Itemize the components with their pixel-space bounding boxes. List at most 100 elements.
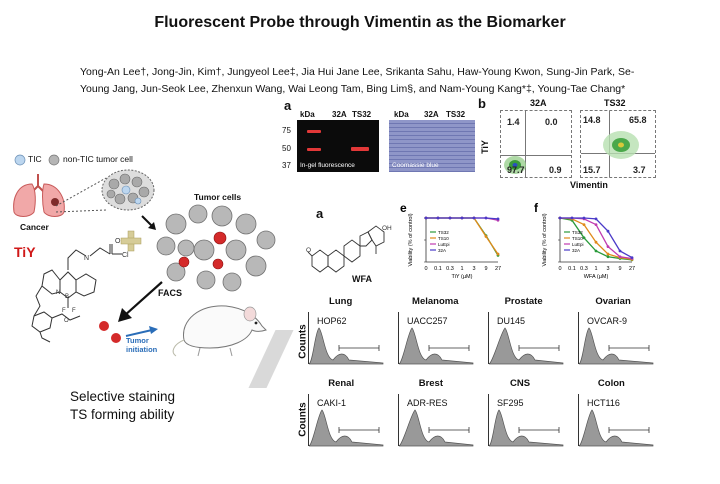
data-point — [496, 217, 500, 221]
gel-panel-label: a — [284, 98, 292, 113]
histogram-curve — [308, 409, 384, 447]
wfa-chemical-structure: O OH — [306, 225, 392, 273]
marker-50: 50 — [282, 144, 291, 153]
facs-arrow-icon — [118, 281, 163, 322]
wfa-o-atom: O — [306, 247, 311, 254]
flow-ts32-q2: 65.8 — [629, 115, 647, 125]
flow-ts32-q1: 14.8 — [583, 115, 601, 125]
flow-dots-32a — [504, 156, 526, 174]
x-tick-label: 0.1 — [434, 266, 442, 272]
flow-32a-q4: 0.9 — [549, 165, 562, 175]
data-point — [460, 216, 464, 220]
x-tick-label: 27 — [495, 266, 501, 272]
wfa-oh-atom: OH — [382, 225, 392, 232]
data-point — [618, 249, 622, 253]
legend-entry: LuEpi — [572, 242, 584, 247]
flow-title-ts32: TS32 — [604, 98, 626, 108]
flow-x-axis-label: Vimentin — [570, 180, 608, 190]
chem-n-atom: N — [56, 290, 60, 296]
gel2-lane-32a: 32A — [424, 110, 439, 119]
non-tic-legend-icon — [48, 154, 60, 166]
histogram-cell-line-label: HCT116 — [587, 398, 620, 408]
x-tick-label: 0.1 — [568, 266, 576, 272]
histogram-du145: DU145 — [488, 312, 564, 365]
histogram-caki-1: CAKI-1 — [308, 394, 384, 447]
data-point — [484, 235, 488, 238]
tumor-initiation-arrow-icon — [125, 326, 158, 337]
gel-caption-fluorescence: In-gel fluorescence — [300, 162, 355, 169]
flow-32a-q2: 0.0 — [545, 117, 558, 127]
histogram-curve — [308, 327, 384, 365]
x-axis-label: TiY (µM) — [452, 274, 473, 280]
histogram-ovcar-9: OVCAR-9 — [578, 312, 654, 365]
data-point — [594, 240, 598, 244]
data-point — [424, 216, 428, 220]
tiy-chemical-structure: N O Cl N B F F O — [31, 238, 129, 343]
legend-non-tic-label: non-TIC tumor cell — [63, 154, 133, 164]
summary-line-ts: TS forming ability — [70, 407, 175, 422]
x-tick-label: 27 — [629, 266, 635, 272]
data-point — [606, 255, 610, 259]
legend-entry: TS10 — [572, 236, 583, 241]
data-point — [594, 249, 598, 253]
x-tick-label: 1 — [594, 266, 597, 272]
y-axis-label: Viability (% of control) — [408, 213, 414, 266]
probe-name-label: TiY — [14, 244, 36, 260]
histogram-cell-line-label: OVCAR-9 — [587, 316, 628, 326]
histogram-curve — [398, 327, 474, 365]
plus-icon — [120, 230, 142, 252]
x-tick-label: 3 — [606, 266, 609, 272]
coomassie-gel-image: Coomassie blue — [389, 120, 475, 172]
histogram-cell-line-label: DU145 — [497, 316, 526, 326]
gel-lane-ts32: TS32 — [352, 110, 372, 119]
facs-label: FACS — [158, 288, 183, 298]
data-point — [606, 252, 610, 256]
histogram-curve — [488, 409, 564, 447]
sorted-tic-cells — [99, 321, 121, 343]
gel-kda-label: kDa — [300, 110, 315, 119]
legend-entry: TS10 — [438, 236, 449, 241]
histogram-tissue-label: Prostate — [504, 296, 543, 307]
histogram-cell-line-label: CAKI-1 — [317, 398, 347, 408]
tumor-initiation-label: Tumor initiation — [126, 336, 158, 354]
zoom-connector — [55, 177, 107, 213]
x-axis-label: WFA (µM) — [584, 274, 609, 280]
x-tick-label: 0 — [424, 266, 427, 272]
flow-ts32-q3: 15.7 — [583, 165, 601, 175]
flow-32a-q3: 97.7 — [507, 165, 525, 175]
data-point — [570, 216, 574, 220]
svg-text:N: N — [84, 255, 89, 262]
data-point — [558, 216, 562, 220]
data-point — [484, 216, 488, 220]
data-point — [630, 256, 634, 259]
structure-panel-label: a — [316, 206, 324, 221]
chem-cl-atom: Cl — [122, 252, 129, 259]
cancer-label: Cancer — [20, 222, 49, 232]
histogram-curve — [578, 409, 654, 447]
tic-legend-icon — [14, 154, 26, 166]
x-tick-label: 0.3 — [446, 266, 454, 272]
gel-lane-32a: 32A — [332, 110, 347, 119]
x-tick-label: 0 — [558, 266, 561, 272]
flow-plot-ts32: 14.8 65.8 15.7 3.7 — [580, 110, 656, 178]
histogram-cell-line-label: ADR-RES — [407, 398, 448, 408]
histogram-tissue-label: Lung — [329, 296, 353, 307]
in-gel-fluorescence-image: In-gel fluorescence — [297, 120, 379, 172]
histogram-uacc257: UACC257 — [398, 312, 474, 365]
flow-plot-32a: 1.4 0.0 97.7 0.9 — [500, 110, 572, 178]
histogram-cell-line-label: UACC257 — [407, 316, 448, 326]
tumor-cells-illustration — [156, 204, 276, 292]
data-point — [582, 236, 586, 240]
data-point — [496, 252, 500, 256]
data-point — [606, 245, 610, 248]
chem-f-atom: F — [62, 308, 66, 314]
data-point — [448, 216, 452, 220]
y-axis-label: Viability (% of control) — [542, 213, 548, 266]
legend-entry: LuEpi — [438, 242, 450, 247]
histogram-tissue-label: Brest — [418, 378, 444, 389]
tumor-cells-label: Tumor cells — [194, 192, 242, 202]
summary-line-staining: Selective staining — [70, 389, 176, 404]
flow-panel-label: b — [478, 96, 486, 111]
